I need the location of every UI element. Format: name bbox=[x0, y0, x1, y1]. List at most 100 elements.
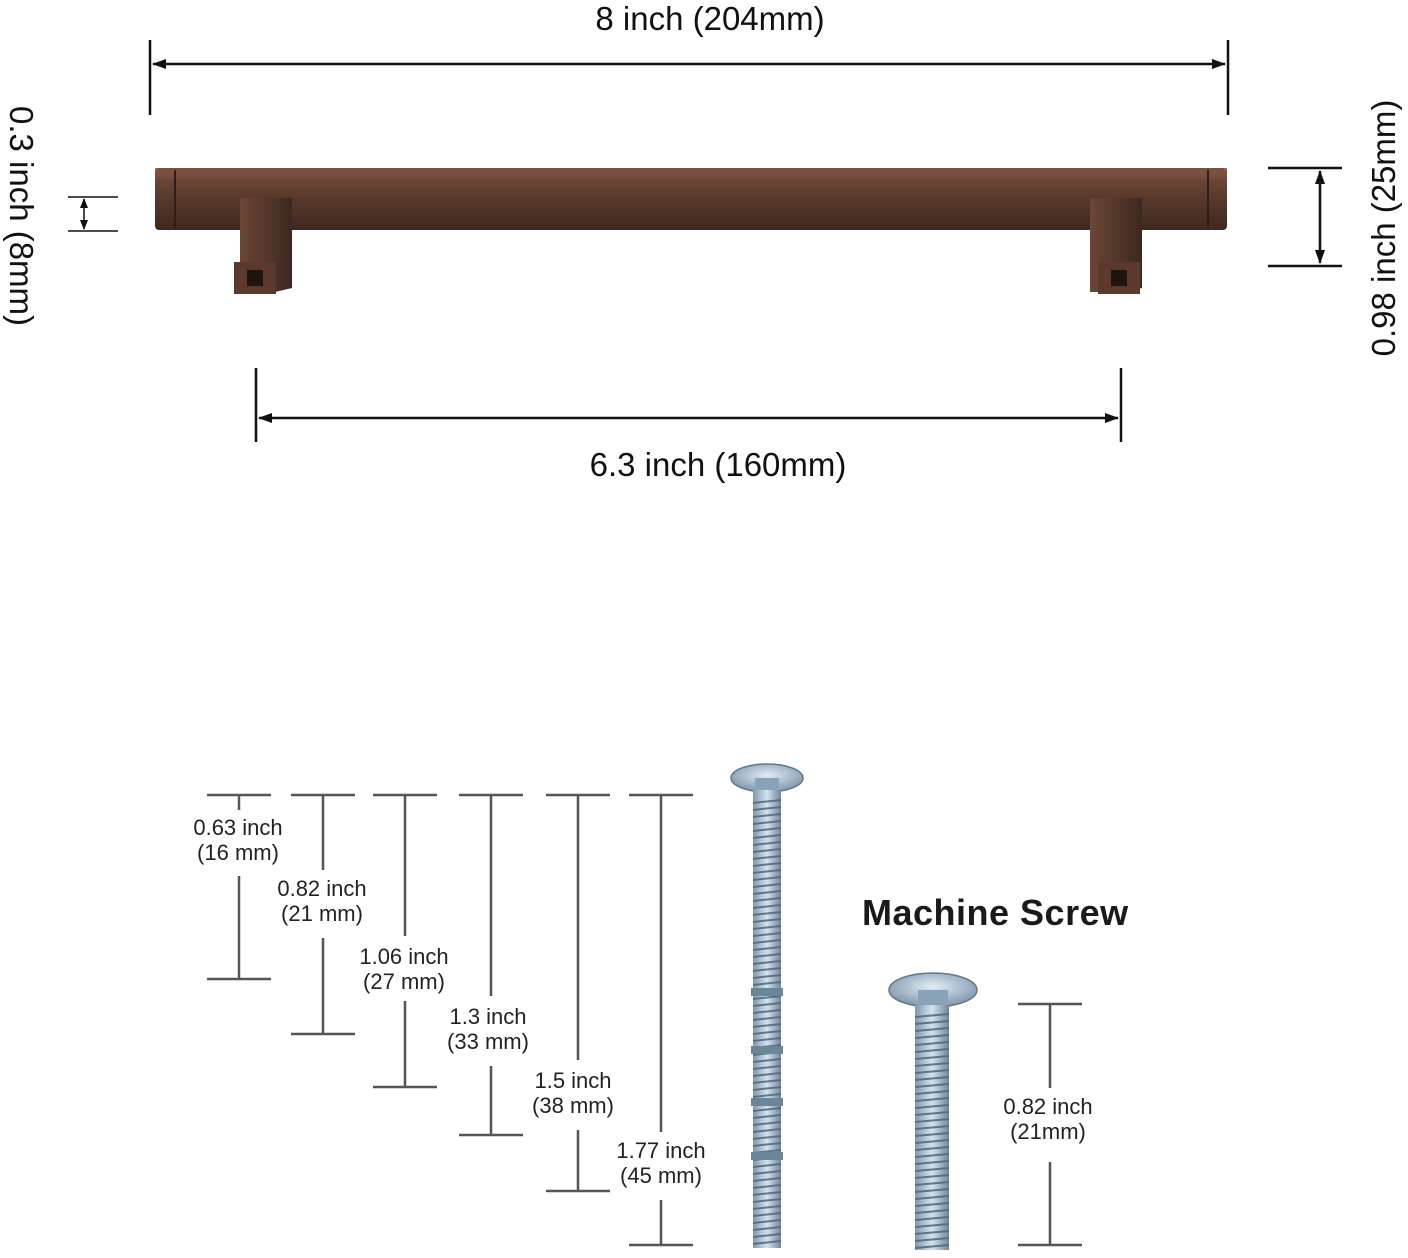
guide-1-06 bbox=[373, 793, 437, 1089]
thread-line bbox=[752, 953, 782, 958]
thread-line bbox=[914, 1132, 950, 1137]
thread-line bbox=[914, 1076, 950, 1081]
thread-line bbox=[914, 1230, 950, 1235]
thread-line bbox=[752, 1121, 782, 1126]
thread-line bbox=[752, 946, 782, 951]
bar-thickness-dimension bbox=[68, 196, 118, 232]
thread-line bbox=[914, 1244, 950, 1249]
thread-line bbox=[752, 855, 782, 860]
thread-line bbox=[914, 1174, 950, 1179]
thread-line bbox=[752, 1212, 782, 1217]
thread-line bbox=[752, 1205, 782, 1210]
thread-line bbox=[752, 1093, 782, 1098]
thread-line bbox=[752, 1086, 782, 1091]
thread-line bbox=[752, 995, 782, 1000]
breakaway-screw-image bbox=[730, 763, 804, 1248]
thread-line bbox=[752, 904, 782, 909]
thread-line bbox=[914, 1034, 950, 1039]
thread-line bbox=[914, 1146, 950, 1151]
thread-line bbox=[752, 1009, 782, 1014]
projection-dimension bbox=[1268, 166, 1342, 268]
thread-line bbox=[752, 1114, 782, 1119]
thread-line bbox=[752, 1023, 782, 1028]
thread-line bbox=[752, 981, 782, 986]
screw-length-1-06: 1.06 inch (27 mm) bbox=[336, 944, 472, 994]
screw-length-1-3-inch: 1.3 inch bbox=[449, 1004, 527, 1029]
thread-line bbox=[752, 1198, 782, 1203]
screw-length-1-77-inch: 1.77 inch bbox=[616, 1138, 706, 1163]
machine-screw-image bbox=[888, 972, 978, 1250]
screw-length-1-5-inch: 1.5 inch bbox=[534, 1068, 612, 1093]
screw-length-0-82-inch: 0.82 inch bbox=[277, 876, 367, 901]
thread-line bbox=[752, 1191, 782, 1196]
thread-line bbox=[752, 827, 782, 832]
thread-line bbox=[914, 1097, 950, 1102]
guide-0-82 bbox=[291, 793, 355, 1036]
thread-line bbox=[914, 1041, 950, 1046]
thread-line bbox=[914, 1027, 950, 1032]
thread-line bbox=[752, 883, 782, 888]
thread-line bbox=[752, 1233, 782, 1238]
thread-line bbox=[914, 1160, 950, 1165]
thread-line bbox=[752, 897, 782, 902]
thread-line bbox=[752, 932, 782, 937]
hole-spacing-dimension bbox=[254, 368, 1123, 442]
thread-line bbox=[914, 1090, 950, 1095]
thread-line bbox=[752, 820, 782, 825]
overall-length-dimension bbox=[148, 40, 1230, 115]
guide-1-77 bbox=[629, 793, 693, 1247]
screw-length-1-5-mm: (38 mm) bbox=[532, 1093, 614, 1118]
thread-line bbox=[752, 869, 782, 874]
screw-length-1-06-mm: (27 mm) bbox=[363, 969, 445, 994]
thread-line bbox=[914, 1181, 950, 1186]
screw-length-1-3: 1.3 inch (33 mm) bbox=[420, 1004, 556, 1054]
thread-line bbox=[752, 890, 782, 895]
thread-line bbox=[914, 1118, 950, 1123]
thread-line bbox=[752, 1142, 782, 1147]
thread-line bbox=[752, 1135, 782, 1140]
screw-length-0-63-inch: 0.63 inch bbox=[193, 815, 283, 840]
screw-length-1-77: 1.77 inch (45 mm) bbox=[593, 1138, 729, 1188]
overall-length-label: 8 inch (204mm) bbox=[595, 0, 825, 37]
guide-0-63 bbox=[207, 793, 271, 981]
screw-length-0-82-mm: (21 mm) bbox=[281, 901, 363, 926]
thread-line bbox=[752, 1128, 782, 1133]
thread-line bbox=[752, 806, 782, 811]
thread-line bbox=[752, 1219, 782, 1224]
thread-line bbox=[752, 1002, 782, 1007]
thread-line bbox=[914, 1111, 950, 1116]
projection-label: 0.98 inch (25mm) bbox=[1365, 99, 1402, 357]
thread-line bbox=[914, 1139, 950, 1144]
screw-length-1-77-mm: (45 mm) bbox=[620, 1163, 702, 1188]
thread-line bbox=[752, 841, 782, 846]
thread-line bbox=[914, 1020, 950, 1025]
thread-line bbox=[752, 799, 782, 804]
thread-line bbox=[752, 925, 782, 930]
thread-line bbox=[752, 939, 782, 944]
screw-length-0-63: 0.63 inch (16 mm) bbox=[170, 815, 306, 865]
thread-line bbox=[914, 1195, 950, 1200]
thread-line bbox=[914, 1062, 950, 1067]
thread-line bbox=[752, 1240, 782, 1245]
thread-line bbox=[914, 1055, 950, 1060]
thread-line bbox=[914, 1188, 950, 1193]
thread-line bbox=[752, 834, 782, 839]
screw-length-guides bbox=[207, 793, 1082, 1247]
machine-screw-length-mm: (21mm) bbox=[1010, 1119, 1086, 1144]
thread-line bbox=[752, 1107, 782, 1112]
thread-line bbox=[752, 911, 782, 916]
thread-line bbox=[914, 1209, 950, 1214]
thread-line bbox=[752, 848, 782, 853]
machine-screw-length-inch: 0.82 inch bbox=[1003, 1094, 1093, 1119]
thread-line bbox=[752, 974, 782, 979]
thread-line bbox=[752, 1030, 782, 1035]
thread-line bbox=[752, 1177, 782, 1182]
thread-line bbox=[752, 876, 782, 881]
thread-line bbox=[752, 1226, 782, 1231]
thread-line bbox=[752, 862, 782, 867]
screw-length-1-3-mm: (33 mm) bbox=[447, 1029, 529, 1054]
thread-line bbox=[914, 1125, 950, 1130]
thread-line bbox=[752, 1072, 782, 1077]
guide-machine-screw bbox=[1018, 1002, 1082, 1247]
thread-line bbox=[752, 1065, 782, 1070]
